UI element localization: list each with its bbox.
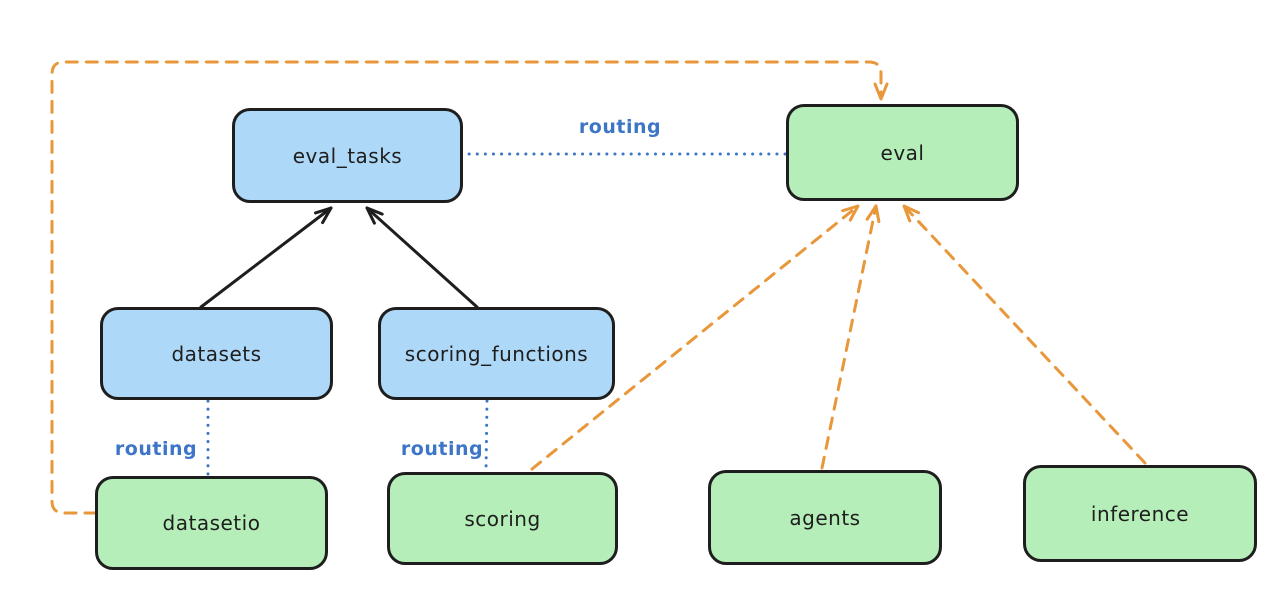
node-datasetio: datasetio <box>95 476 328 570</box>
node-inference-label: inference <box>1090 501 1190 526</box>
node-scoring-functions: scoring_functions <box>378 307 615 400</box>
edge-scoring-to-eval <box>530 204 860 471</box>
edge-scoring-functions-to-scoring <box>484 399 489 474</box>
edge-agents-to-eval <box>820 204 881 470</box>
node-eval-label: eval <box>880 140 925 165</box>
node-datasets-label: datasets <box>171 341 262 366</box>
node-scoring-label: scoring <box>464 506 541 531</box>
node-inference: inference <box>1023 465 1257 562</box>
edge-label-routing-datasets-datasetio: routing <box>114 438 198 460</box>
node-eval: eval <box>786 104 1019 201</box>
node-scoring: scoring <box>387 472 618 565</box>
edge-datasetio-to-eval <box>50 60 889 515</box>
edge-scoring-functions-to-eval-tasks <box>365 206 479 309</box>
node-agents: agents <box>708 470 942 565</box>
edge-datasets-to-eval-tasks <box>199 206 333 309</box>
edge-label-routing-eval-tasks-eval: routing <box>578 116 662 138</box>
node-datasets: datasets <box>100 307 333 400</box>
edge-inference-to-eval <box>902 204 1147 465</box>
node-eval-tasks-label: eval_tasks <box>292 143 403 168</box>
node-agents-label: agents <box>789 505 861 530</box>
node-eval-tasks: eval_tasks <box>232 108 463 203</box>
node-scoring-functions-label: scoring_functions <box>404 341 589 366</box>
node-datasetio-label: datasetio <box>162 511 261 535</box>
edge-label-routing-scoring-functions-scoring: routing <box>400 438 484 460</box>
